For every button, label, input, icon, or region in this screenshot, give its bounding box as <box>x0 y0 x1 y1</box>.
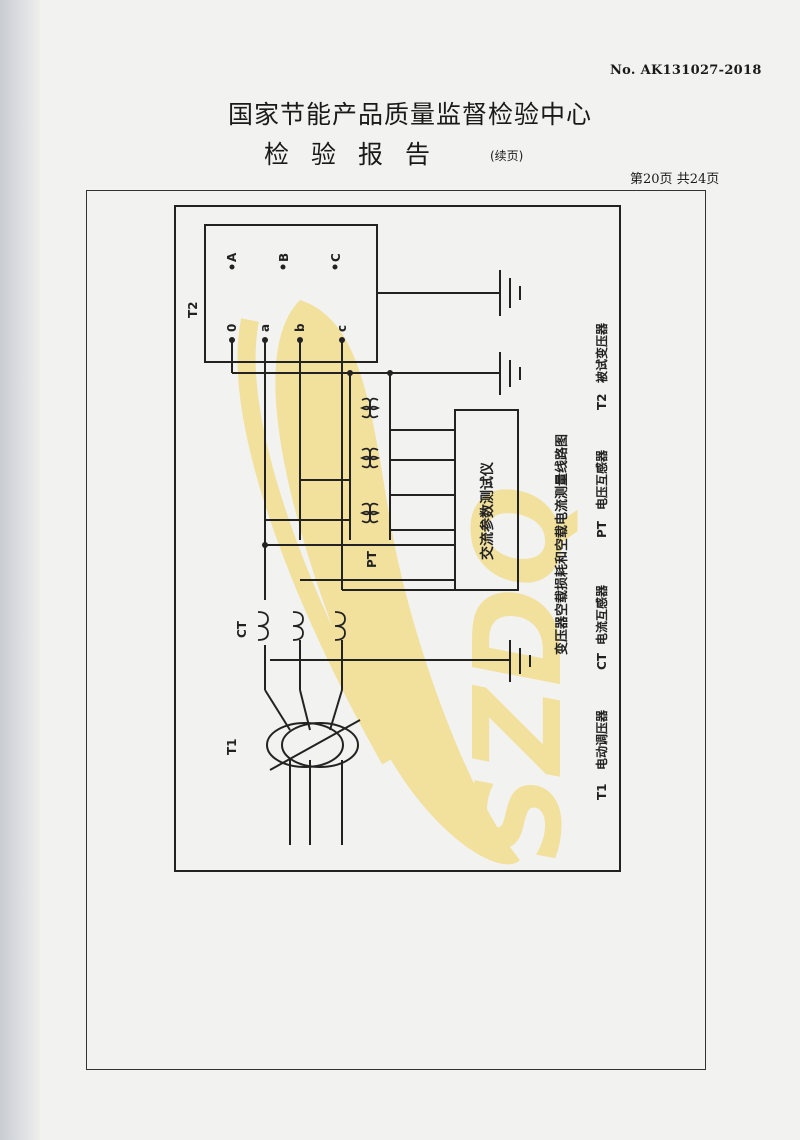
watermark-swoosh <box>275 300 520 865</box>
diagram-caption: 变压器空载损耗和空载电流测量线路图 <box>554 434 570 655</box>
organization-title: 国家节能产品质量监督检验中心 <box>227 100 592 129</box>
legend-code-t1: T1 <box>595 783 609 800</box>
terminal-c-label: c <box>335 325 349 332</box>
report-number: No. AK131027-2018 <box>610 63 762 78</box>
legend-code-ct: CT <box>595 652 609 670</box>
t2-label: T2 <box>186 301 200 318</box>
t1-label: T1 <box>225 738 239 755</box>
pt-label: PT <box>365 550 379 568</box>
terminal-A-label: A <box>225 252 239 262</box>
t1-coil-2 <box>281 722 359 768</box>
watermark-arc <box>237 318 398 765</box>
ct-label: CT <box>235 620 249 638</box>
legend-desc-ct: 电流互感器 <box>594 584 609 645</box>
page-number: 第20页 <box>630 172 673 187</box>
pt-coils <box>359 397 381 524</box>
ct-coils <box>257 611 346 641</box>
instrument-label: 交流参数测试仪 <box>479 461 496 560</box>
legend-desc-t1: 电动调压器 <box>594 709 609 770</box>
total-pages: 共24页 <box>676 172 720 187</box>
legend-code-t2: T2 <box>595 393 609 410</box>
binding-edge <box>0 0 40 1140</box>
legend-code-pt: PT <box>595 520 609 538</box>
continued-label: (续页) <box>490 149 524 163</box>
diagram-frame <box>86 190 706 1070</box>
terminal-0-label: 0 <box>225 324 239 332</box>
watermark: SZDQ <box>237 300 589 865</box>
legend-desc-pt: 电压互感器 <box>594 449 609 510</box>
terminal-C-label: C <box>329 253 343 262</box>
legend-desc-t2: 被试变压器 <box>594 322 609 383</box>
report-title: 检验报告 <box>264 140 453 169</box>
terminal-B-label: B <box>277 253 291 262</box>
legend: T1 电动调压器 CT 电流互感器 PT 电压互感器 T2 被试变压器 <box>594 322 609 800</box>
terminal-a-label: a <box>258 324 272 332</box>
t1-arrow <box>269 719 361 771</box>
diagram-border <box>174 205 621 872</box>
terminal-b-label: b <box>293 323 307 332</box>
page-info: 第20页 共24页 <box>630 168 719 187</box>
instrument-box <box>454 409 519 591</box>
t1-coil-1 <box>266 722 344 768</box>
